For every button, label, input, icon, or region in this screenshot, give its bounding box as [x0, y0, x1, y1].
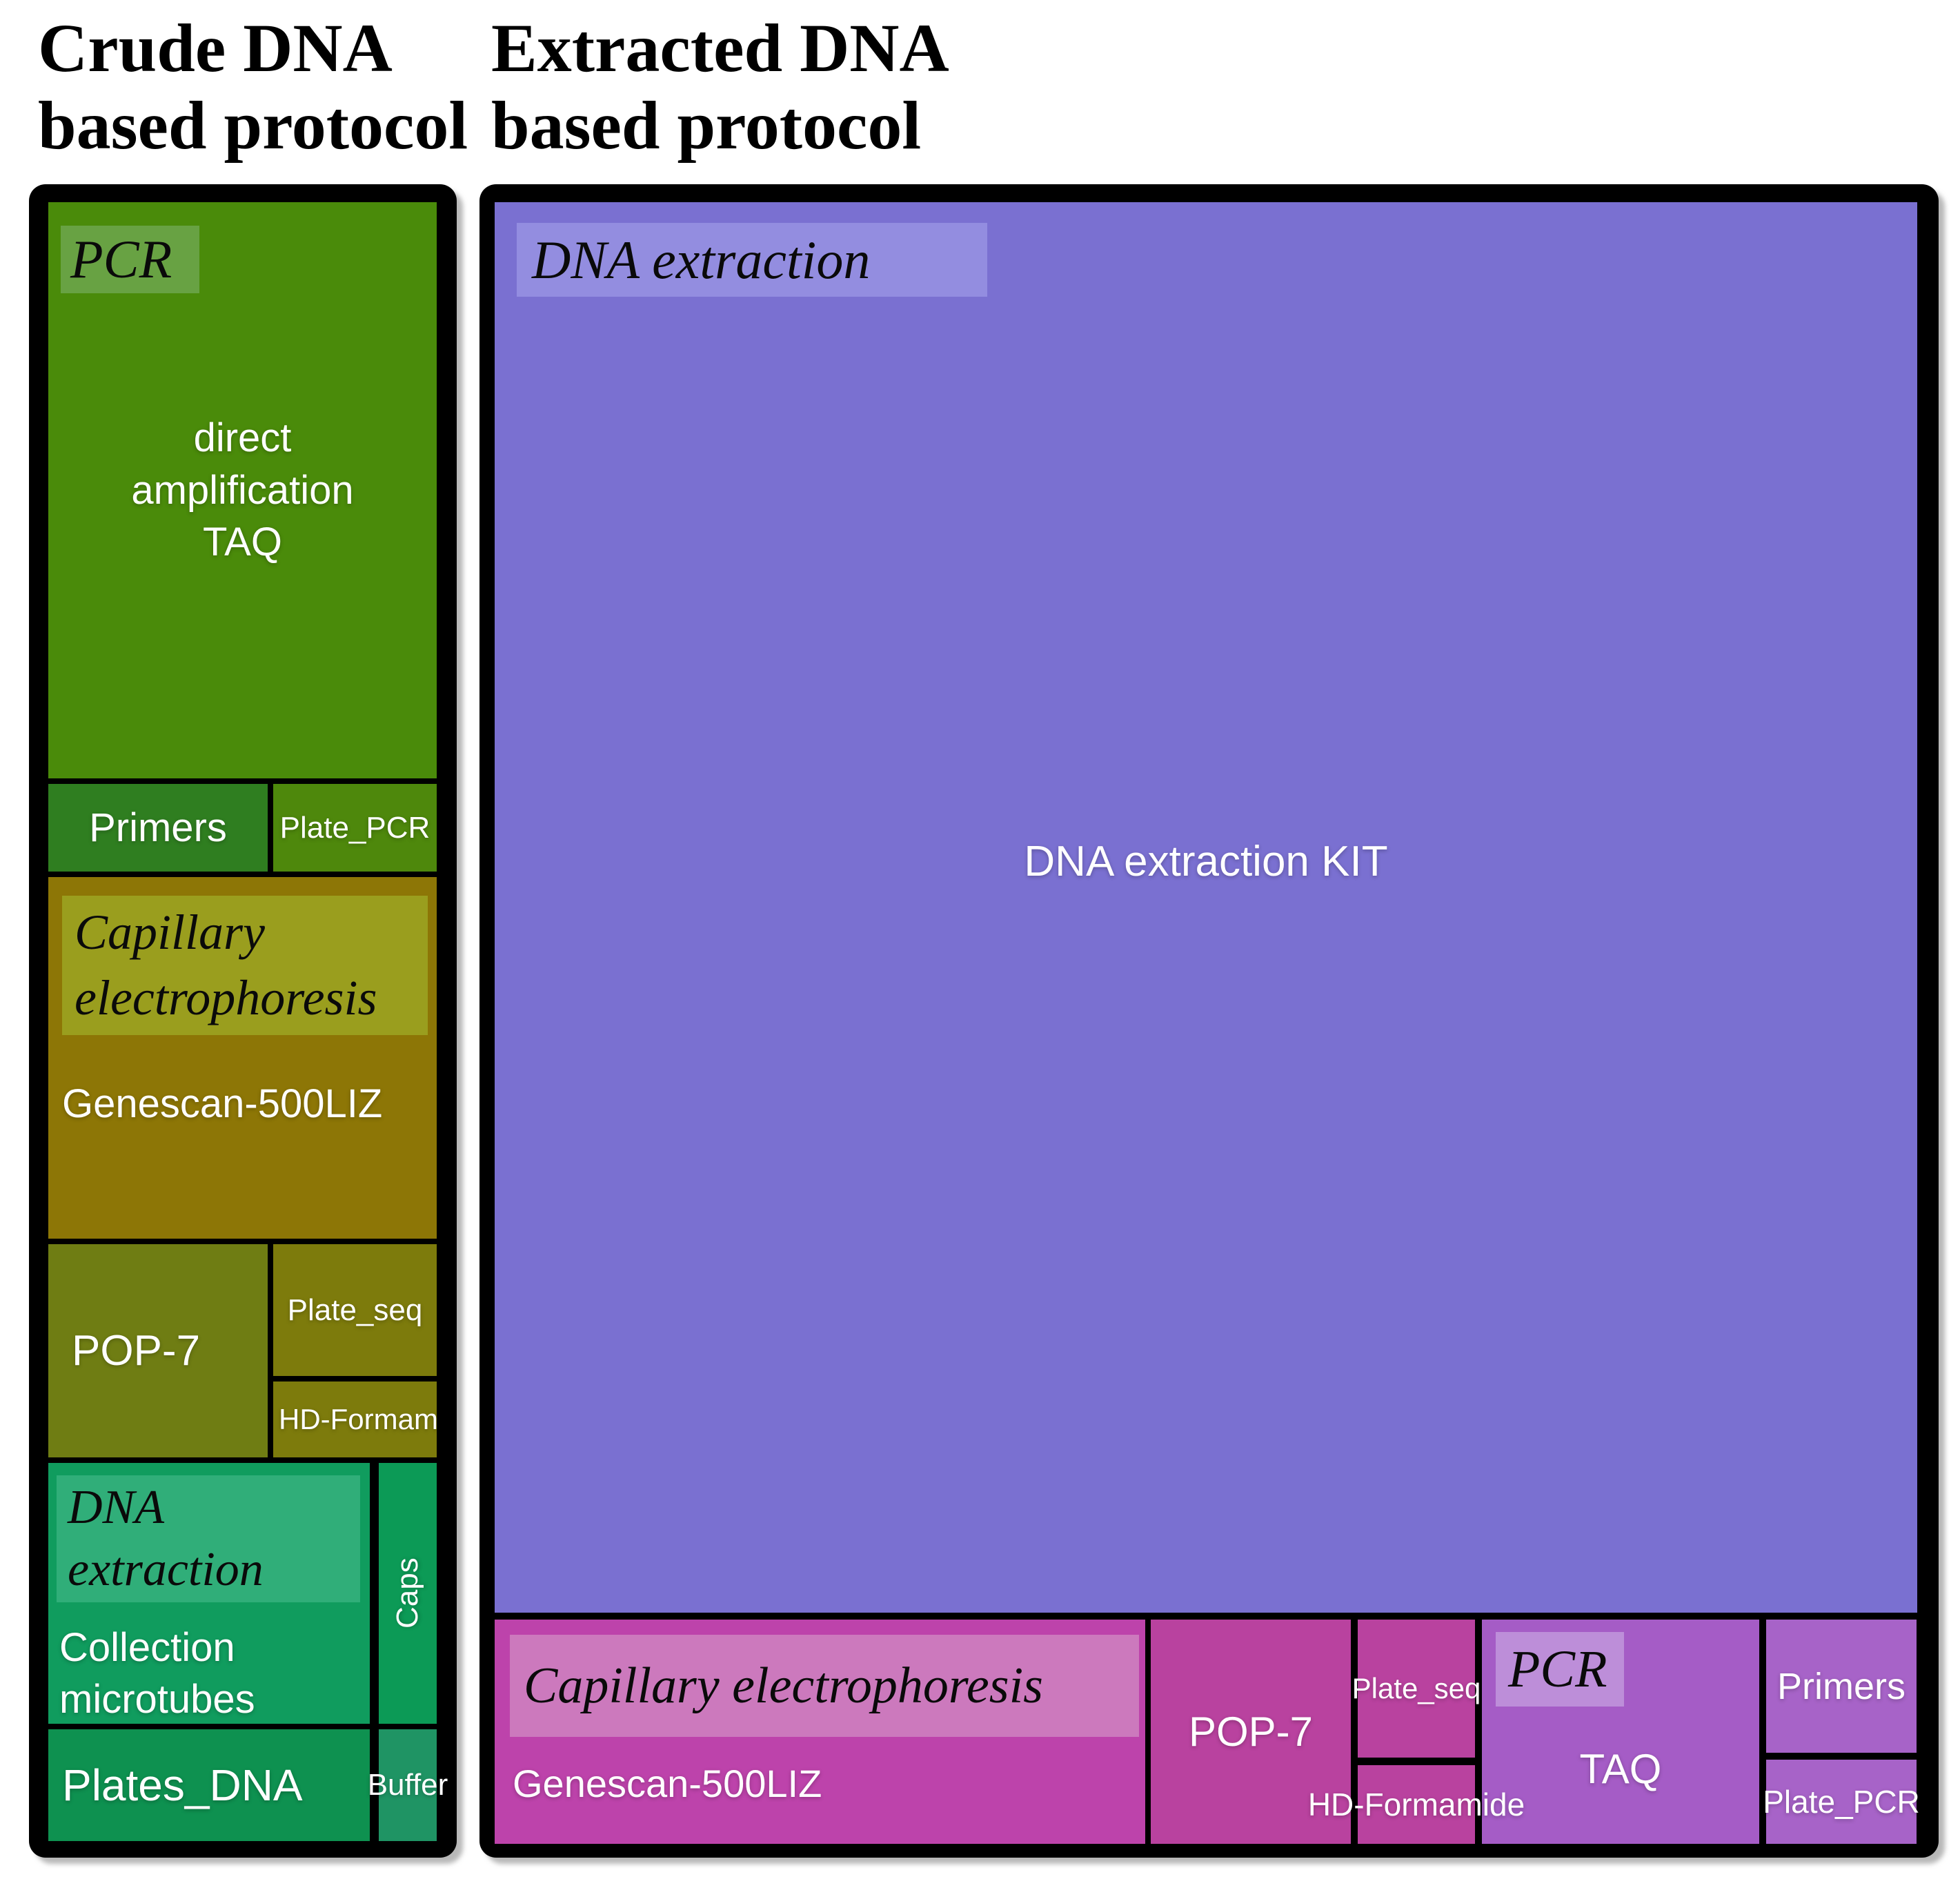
left-treemap-panel: PCR direct amplification TAQ Primers Pla…: [29, 184, 457, 1858]
left-buffer-label: Buffer: [367, 1768, 448, 1802]
right-plate-pcr-cell: Plate_PCR: [1763, 1760, 1920, 1844]
left-pcr-group-label: PCR: [61, 226, 199, 293]
right-pcr-group-block: PCR TAQ: [1482, 1620, 1759, 1844]
right-hd-formamide-label: HD-Formamide: [1307, 1787, 1525, 1822]
right-treemap-panel: DNA extraction DNA extraction KIT Capill…: [479, 184, 1939, 1858]
right-primers-label: Primers: [1777, 1665, 1905, 1707]
right-capillary-group-block: Capillary electrophoresis Genescan-500LI…: [495, 1620, 1145, 1844]
right-capillary-group-label: Capillary electrophoresis: [510, 1635, 1139, 1737]
left-pop7-label: POP-7: [72, 1327, 201, 1375]
left-dna-extraction-group-block: DNA extraction Collection microtubes: [48, 1463, 370, 1724]
left-buffer-cell: Buffer: [367, 1729, 448, 1841]
left-panel-title: Crude DNA based protocol: [38, 10, 468, 164]
right-dna-extraction-group-block: DNA extraction DNA extraction KIT: [495, 202, 1917, 1613]
right-plate-seq-cell: Plate_seq: [1352, 1620, 1481, 1758]
right-dna-extraction-kit-cell: DNA extraction KIT: [1024, 837, 1388, 885]
left-genescan-cell: Genescan-500LIZ: [62, 1081, 383, 1126]
left-caps-cell: Caps: [379, 1463, 437, 1724]
right-plate-seq-label: Plate_seq: [1352, 1672, 1481, 1704]
left-caps-label: Caps: [390, 1557, 424, 1629]
left-pcr-group-block: PCR direct amplification TAQ: [48, 202, 437, 778]
left-plate-seq-label: Plate_seq: [287, 1292, 423, 1327]
left-taq-cell: direct amplification TAQ: [131, 415, 354, 565]
left-plate-pcr-label: Plate_PCR: [279, 810, 430, 845]
right-pop7-label: POP-7: [1188, 1709, 1314, 1755]
right-taq-cell: TAQ: [1579, 1746, 1662, 1792]
left-dna-extraction-group-label: DNA extraction: [57, 1475, 360, 1602]
right-panel-title: Extracted DNA based protocol: [491, 10, 949, 164]
right-pcr-group-label: PCR: [1496, 1632, 1624, 1707]
left-capillary-group-label: Capillary electrophoresis: [62, 896, 428, 1035]
left-capillary-group-block: Capillary electrophoresis Genescan-500LI…: [48, 877, 437, 1239]
left-primers-cell: Primers: [48, 784, 268, 872]
left-primers-label: Primers: [89, 805, 227, 850]
left-plates-dna-cell: Plates_DNA: [48, 1729, 370, 1841]
right-primers-cell: Primers: [1766, 1620, 1917, 1753]
right-plate-pcr-label: Plate_PCR: [1763, 1784, 1920, 1820]
left-plates-dna-label: Plates_DNA: [62, 1760, 303, 1810]
right-genescan-cell: Genescan-500LIZ: [513, 1762, 822, 1805]
left-hd-formamide-label: HD-Formamide: [279, 1403, 437, 1435]
left-plate-pcr-cell: Plate_PCR: [273, 784, 437, 872]
left-collection-microtubes-cell: Collection microtubes: [59, 1625, 255, 1722]
left-plate-seq-cell: Plate_seq: [273, 1244, 437, 1376]
left-hd-formamide-cell: HD-Formamide: [273, 1381, 437, 1457]
right-dna-extraction-group-label: DNA extraction: [517, 223, 987, 297]
right-hd-formamide-cell: HD-Formamide: [1307, 1765, 1525, 1844]
left-pop7-cell: POP-7: [48, 1244, 268, 1457]
right-pop7-cell: POP-7: [1151, 1620, 1351, 1844]
